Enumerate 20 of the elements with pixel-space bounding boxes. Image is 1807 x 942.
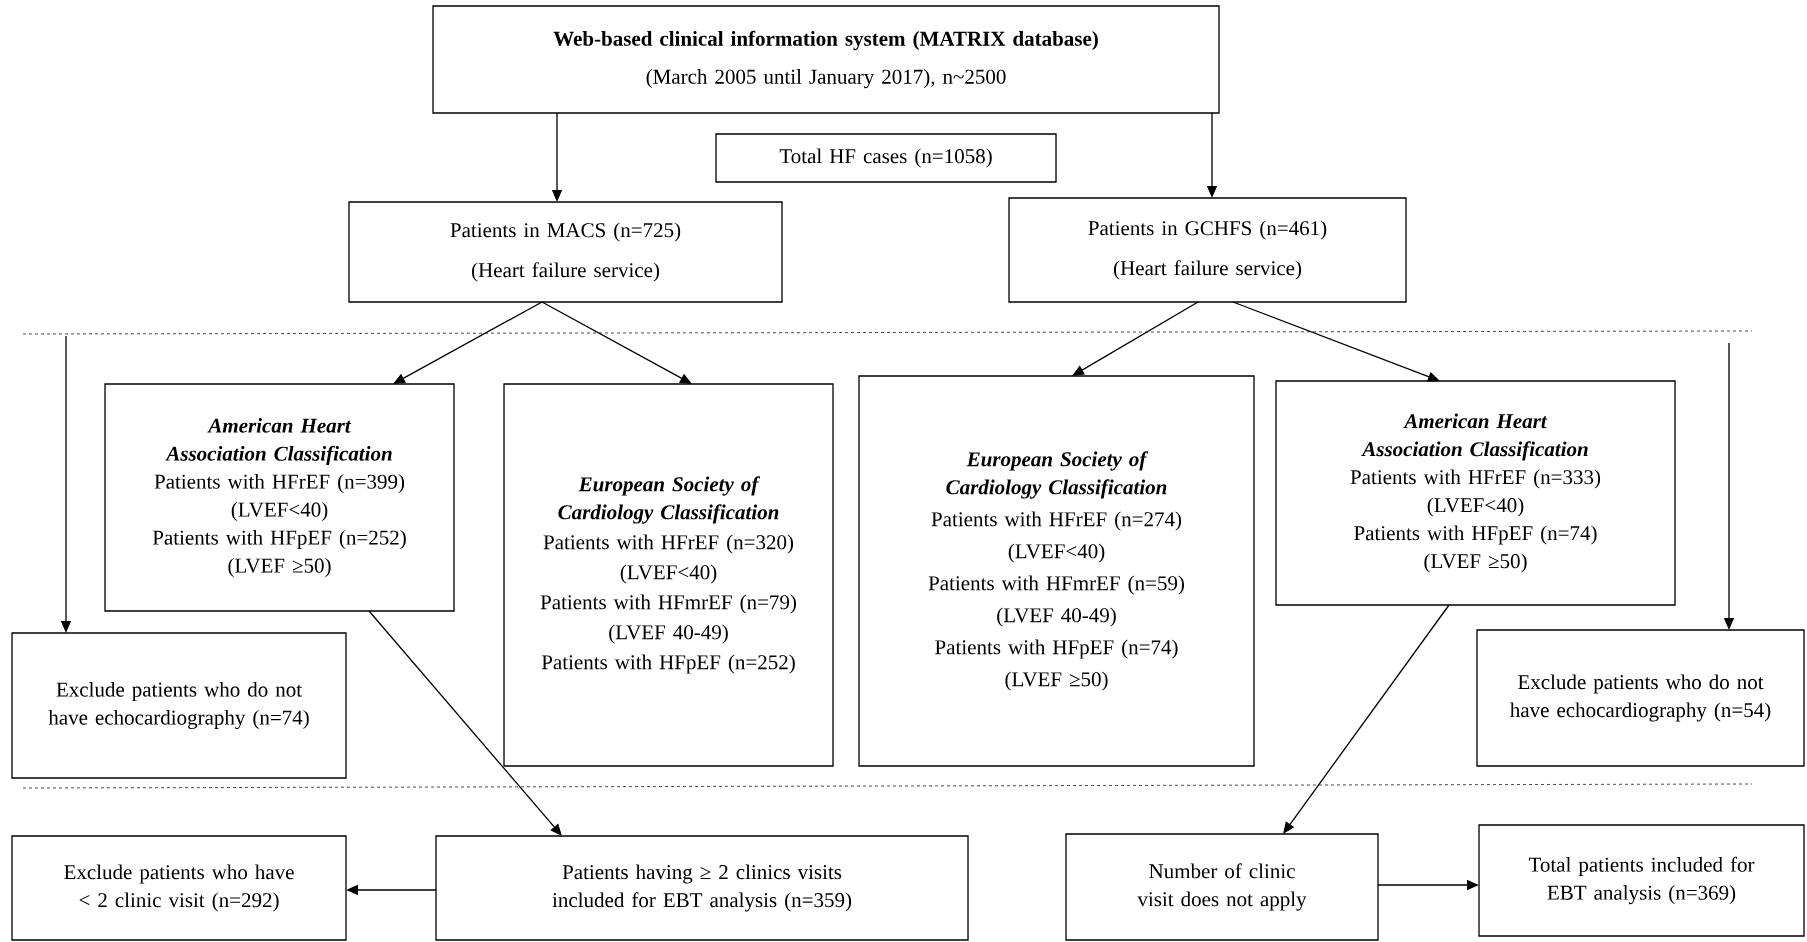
arrow [541, 301, 692, 384]
classification-box: American Heart Association Classification Patients with HFrEF (n=399) (LVEF<40) Patients with HFpEF (n=252) (LVEF ≥50) [104, 383, 455, 612]
process-box: Number of clinic visit does not apply [1065, 833, 1379, 941]
exclusion-box: Exclude patients who do not have echocardiography (n=54) [1476, 629, 1805, 767]
arrow [1072, 301, 1199, 376]
classification-box: European Society of Cardiology Classification Patients with HFrEF (n=320) (LVEF<40) Patients with HFmrEF (n=79) (LVEF 40-49) Patients with HFpEF (n=252) [503, 383, 834, 767]
process-box: Patients having ≥ 2 clinics visits included for EBT analysis (n=359) [435, 835, 969, 941]
arrow [1232, 301, 1440, 382]
process-box: Patients in GCHFS (n=461) (Heart failure service) [1008, 197, 1407, 303]
exclusion-box: Exclude patients who have < 2 clinic visit (n=292) [11, 835, 347, 941]
process-box: Patients in MACS (n=725) (Heart failure service) [348, 201, 783, 303]
arrow [393, 301, 543, 384]
count-box: Total HF cases (n=1058) [715, 133, 1057, 183]
classification-box: European Society of Cardiology Classification Patients with HFrEF (n=274) (LVEF<40) Patients with HFmrEF (n=59) (LVEF 40-49) Patients with HFpEF (n=74) (LVEF ≥50) [858, 375, 1255, 767]
exclusion-box: Exclude patients who do not have echocardiography (n=74) [11, 632, 347, 779]
arrow [368, 610, 562, 836]
classification-box: American Heart Association Classification Patients with HFrEF (n=333) (LVEF<40) Patients with HFpEF (n=74) (LVEF ≥50) [1275, 380, 1676, 606]
result-box: Total patients included for EBT analysis (n=369) [1478, 824, 1805, 937]
source-box: Web-based clinical information system (MATRIX database) (March 2005 until January 2017), n~2500 [432, 5, 1220, 114]
arrow [1283, 604, 1450, 834]
